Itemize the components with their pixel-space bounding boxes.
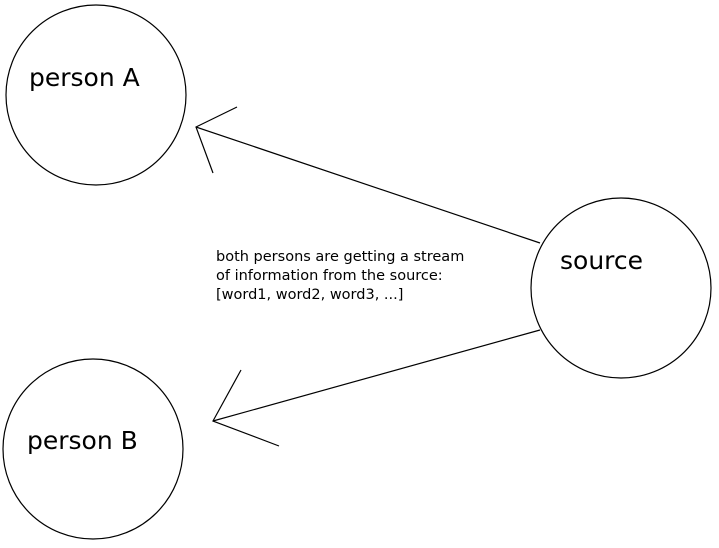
arrowhead-person-a [195, 106, 238, 174]
source-label: source [560, 246, 644, 275]
edge-line-to-person-a [195, 126, 541, 244]
person-a-label: person A [29, 63, 140, 92]
person-b-label: person B [27, 426, 138, 455]
edge-source-to-person-b [212, 329, 541, 447]
arrowhead-person-b [212, 369, 280, 447]
person-b-node [2, 358, 184, 540]
edge-source-to-person-a [195, 106, 541, 244]
edge-line-to-person-b [212, 329, 541, 422]
source-node [530, 197, 712, 379]
annotation-line-1: both persons are getting a stream [216, 249, 465, 265]
annotation-line-3: [word1, word2, word3, ...] [216, 287, 404, 303]
annotation-text: both persons are getting a stream of inf… [216, 248, 464, 305]
person-a-node [5, 4, 187, 186]
annotation-line-2: of information from the source: [216, 268, 443, 284]
